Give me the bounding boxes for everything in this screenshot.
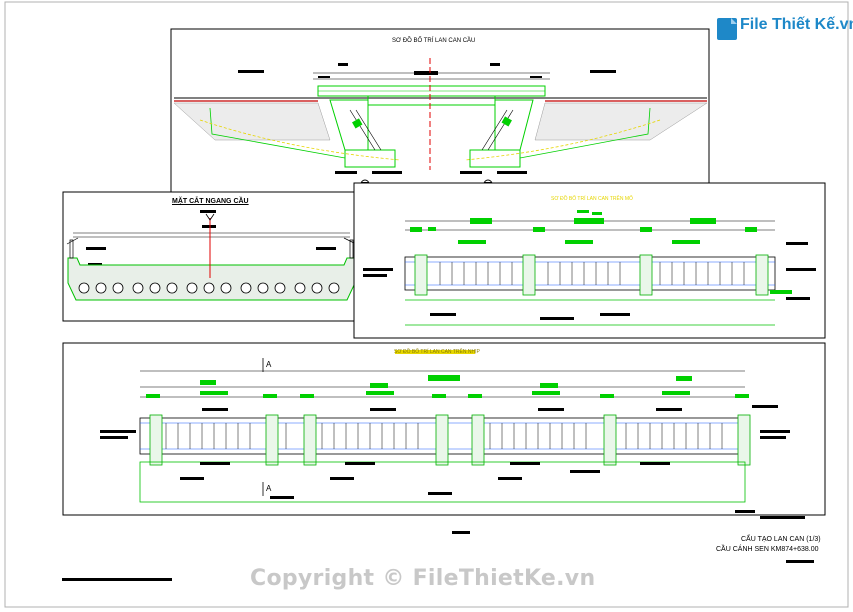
cross-section-panel [62,191,360,322]
file-icon [717,18,737,40]
top-title: SƠ ĐỒ BỐ TRÍ LAN CAN CẦU [392,38,476,44]
copyright-watermark: Copyright © FileThietKe.vn [250,566,596,591]
bridge-name: CẦU CÁNH SEN KM874+638.00 [716,546,819,553]
abutment-railing-panel [353,182,826,339]
brand-logo: File Thiết Kế.vn [740,16,853,33]
span-title: SƠ ĐỒ BỐ TRÍ LAN CAN TRÊN NHỊP [394,349,480,355]
span-railing-panel [62,342,826,516]
top-elevation-panel [170,28,710,201]
section-mark-top: A [266,360,272,369]
sheet-title: CẤU TẠO LAN CAN (1/3) [741,536,821,543]
cross-section-title: MẶT CẮT NGANG CẦU [172,198,249,205]
sheet-border [4,1,849,608]
title-block [62,510,814,581]
section-mark-bottom: A [266,484,272,493]
abutment-title: SƠ ĐỒ BỐ TRÍ LAN CAN TRÊN MỐ [551,196,633,202]
abutment-panel-frame [353,182,826,339]
